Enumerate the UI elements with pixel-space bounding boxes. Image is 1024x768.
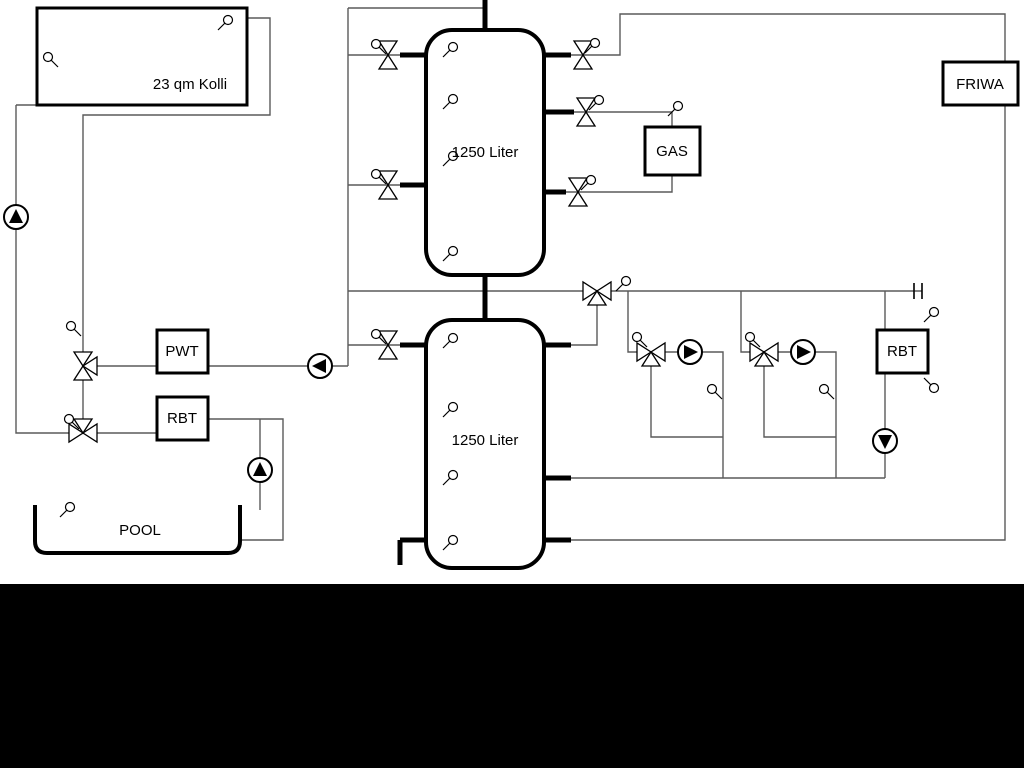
pipe-break-marks — [913, 283, 923, 299]
pump-icon — [677, 339, 703, 365]
pipe-heating-supply — [348, 290, 922, 353]
gas-label: GAS — [656, 143, 688, 160]
pipe-solar-valve-links — [82, 365, 157, 434]
pipe-heating-circuit-1 — [650, 351, 724, 478]
tank-connections — [397, 0, 574, 565]
pool-label: POOL — [119, 522, 161, 539]
pipe-friwa-supply — [571, 13, 1006, 62]
pwt-heat-exchanger-box — [155, 328, 210, 375]
pump-icon — [790, 339, 816, 365]
gas-boiler-box — [643, 125, 702, 177]
pwt-label: PWT — [165, 343, 198, 360]
tank-bottom-label: 1250 Liter — [452, 432, 519, 449]
pump-icon — [3, 204, 29, 230]
pipe-network — [15, 7, 1006, 541]
labels: 23 qm Kolli PWT RBT POOL 1250 Liter 1250… — [119, 76, 1004, 539]
solar-collector-box — [35, 6, 249, 107]
pump-icon — [247, 457, 273, 483]
buffer-tank-bottom — [424, 318, 546, 570]
friwa-station-box — [941, 60, 1020, 107]
pipe-gas-return — [566, 175, 673, 193]
rbt-right-box — [875, 328, 930, 375]
letterbox-bottom — [0, 584, 1024, 768]
pipe-solar-manifold — [208, 7, 483, 367]
rbt-right-label: RBT — [887, 343, 917, 360]
pool-basin — [33, 505, 242, 555]
pipe-collector-supply — [82, 17, 271, 352]
pump-icon — [307, 353, 333, 379]
pipe-heating-return — [571, 373, 886, 479]
rbt-left-label: RBT — [167, 410, 197, 427]
rbt-left-box — [155, 395, 210, 442]
collector-label: 23 qm Kolli — [153, 76, 227, 93]
pump-icon — [872, 428, 898, 454]
friwa-label: FRIWA — [956, 76, 1004, 93]
buffer-tank-top — [424, 28, 546, 277]
pipe-heating-circuit-2 — [763, 351, 837, 478]
tank-top-label: 1250 Liter — [452, 144, 519, 161]
pipe-friwa-return — [571, 105, 1006, 541]
